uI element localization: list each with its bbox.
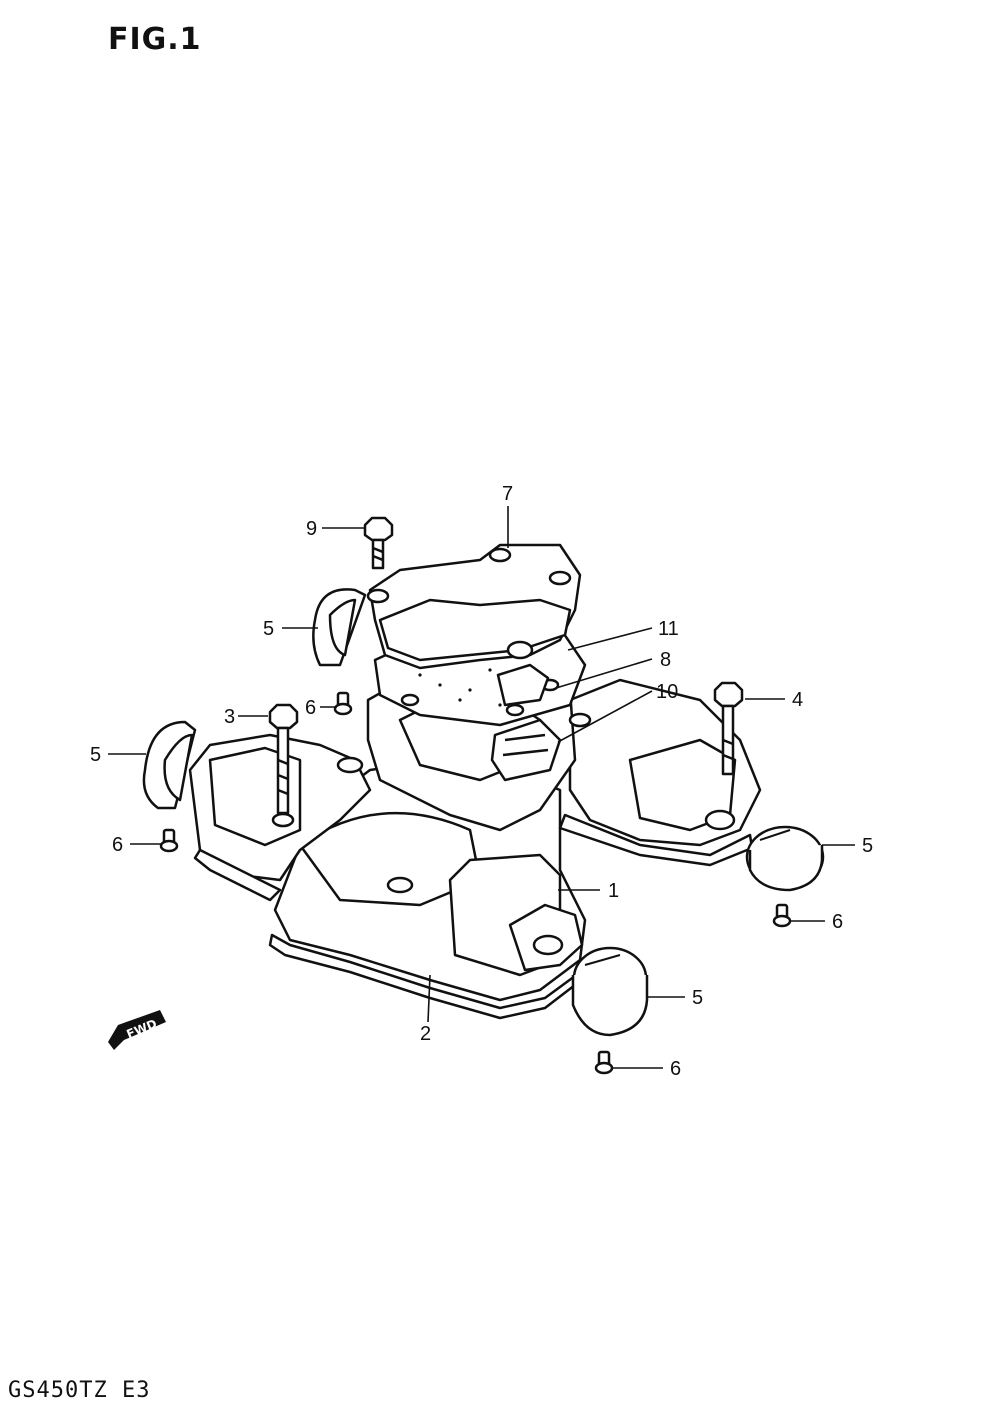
callout-7: 7 [502,483,513,505]
screw-6-left [159,828,179,853]
breather-plate-10 [490,718,562,782]
screw-6-right [772,903,792,928]
callout-5-left: 5 [90,744,101,766]
leader-lines [108,506,855,1069]
cover-right-wing [558,678,762,867]
breather-plate-11 [496,663,550,707]
breather-cover [366,543,582,670]
cap-5-left [142,720,197,810]
callout-8: 8 [660,649,671,671]
callout-4: 4 [792,689,803,711]
bolt-4 [713,681,744,776]
callout-5-lower: 5 [692,987,703,1009]
cap-5-lower [571,946,649,1037]
callout-6-upper: 6 [305,697,316,719]
callout-6-right: 6 [832,911,843,933]
model-code: GS450TZ E3 [8,1378,151,1403]
bolt-3 [268,703,299,815]
figure-title: FIG.1 [108,22,202,57]
callout-11: 11 [658,618,679,640]
cap-5-upper-left [312,588,367,667]
screw-6-upper [333,691,353,716]
callout-1: 1 [608,880,619,902]
callout-numbers: 1 2 3 4 5 5 5 5 6 6 6 6 7 8 9 10 11 [90,483,873,1080]
callout-6-lower: 6 [670,1058,681,1080]
callout-10: 10 [656,681,678,703]
forward-arrow-icon [108,1010,166,1050]
callout-3: 3 [224,706,235,728]
screw-6-lower [594,1050,614,1075]
callout-5-right: 5 [862,835,873,857]
callout-6-left: 6 [112,834,123,856]
bolt-9 [363,516,394,570]
callout-2: 2 [420,1023,431,1045]
cap-5-right [745,825,825,892]
callout-9: 9 [306,518,317,540]
callout-5-upper-left: 5 [263,618,274,640]
